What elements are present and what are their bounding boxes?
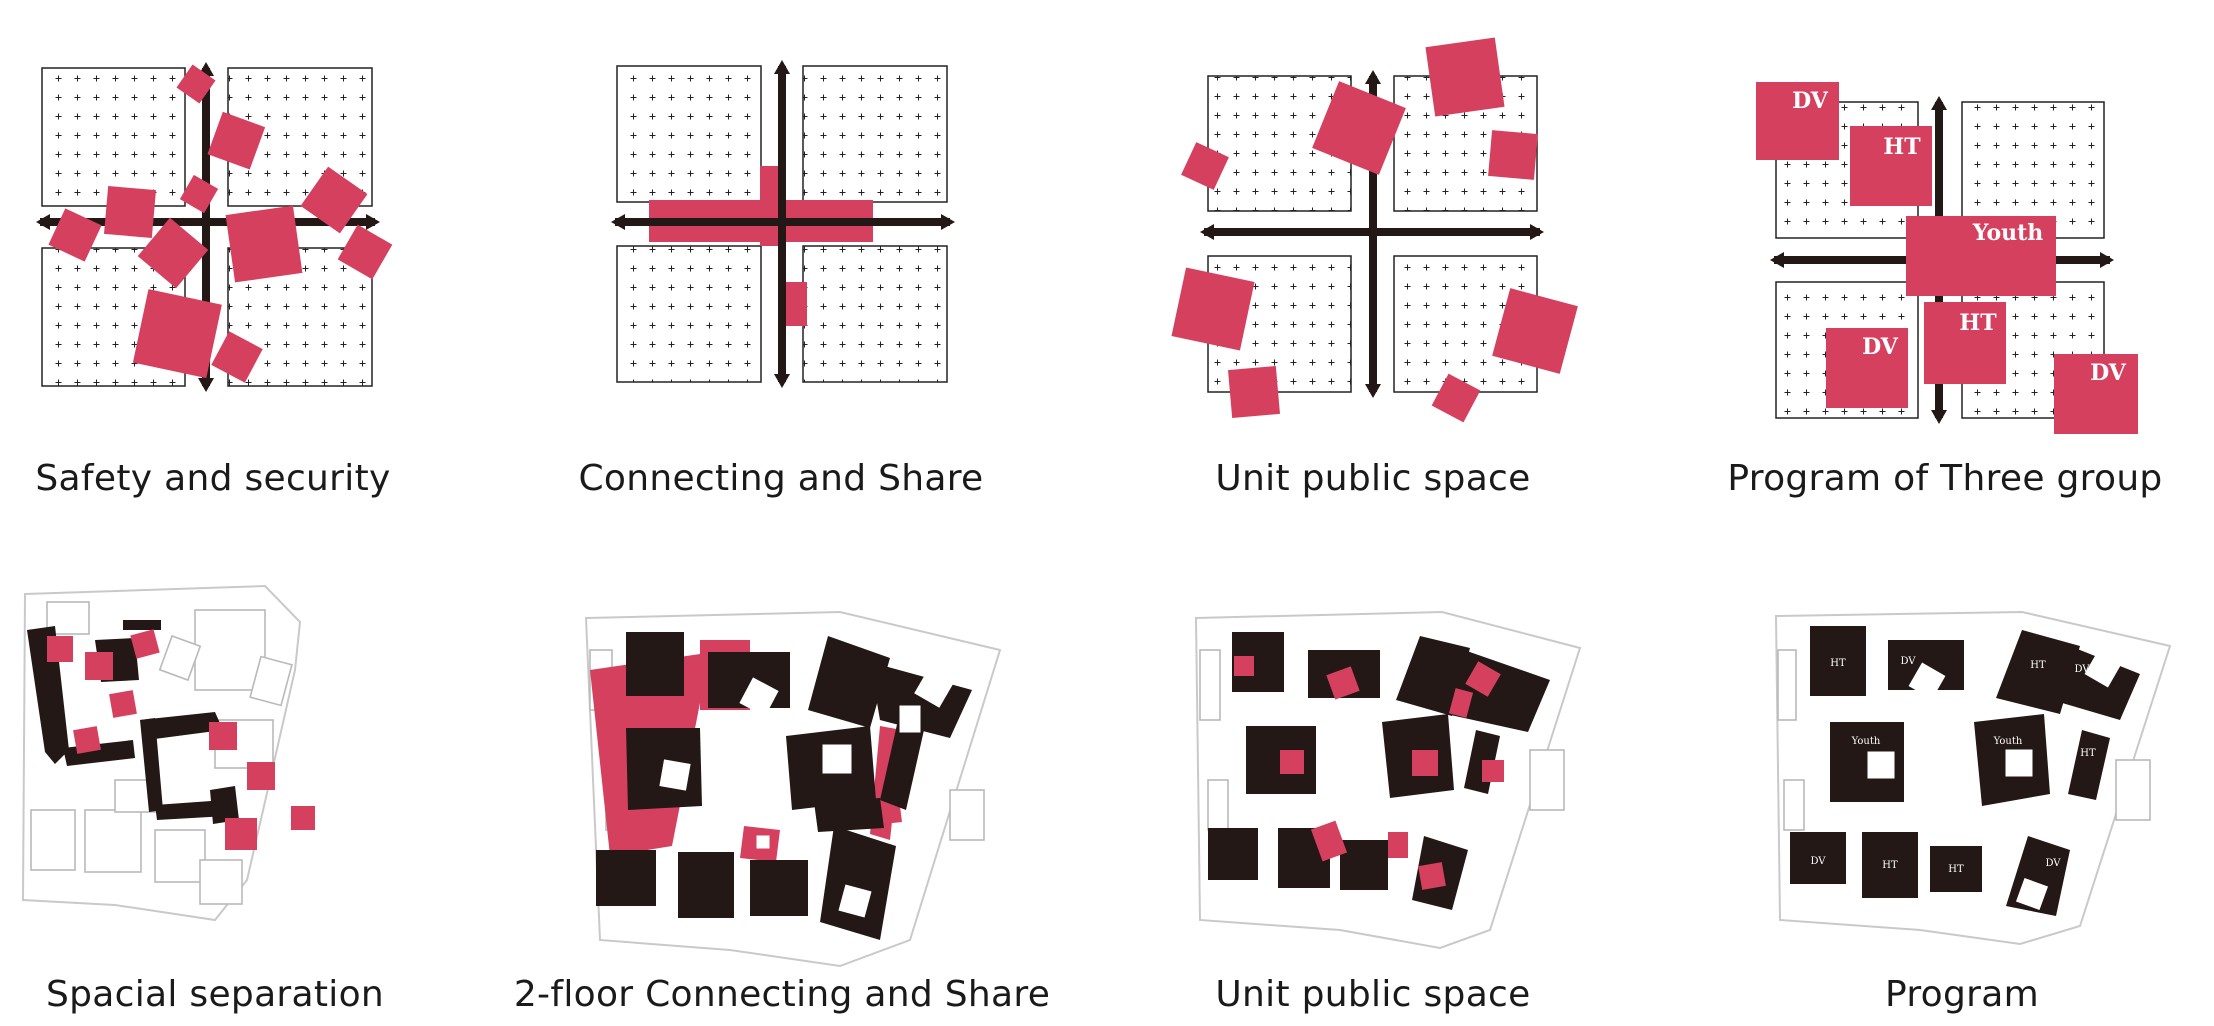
program-plan: HT DV HT DV Youth Youth HT DV HT HT DV (1774, 610, 2172, 946)
program-three-group-diagram: DV HT Youth HT DV DV (1756, 82, 2138, 434)
program-label: Youth (1851, 736, 1881, 747)
program-label: DV (2045, 858, 2061, 869)
program-label: Youth (1972, 220, 2044, 246)
site-outline (1194, 610, 1582, 950)
program-group-blocks (1756, 82, 2138, 434)
program-label: DV (1810, 856, 1826, 867)
connecting-share-diagram (611, 60, 955, 388)
program-label: HT (1882, 860, 1898, 871)
unit-public-space-diagram (1171, 37, 1578, 423)
site-outline (21, 584, 302, 922)
caption-unit-public-space-plan: Unit public space (1215, 974, 1531, 1015)
site-outline (584, 610, 1002, 968)
program-label: HT (1959, 310, 1997, 336)
caption-connecting-share: Connecting and Share (578, 458, 984, 499)
security-blocks (48, 64, 393, 383)
cross-axes-arrows (611, 60, 955, 388)
program-label: DV (1862, 334, 1899, 360)
unit-public-blocks (47, 629, 315, 850)
site-outline (1774, 610, 2172, 946)
caption-unit-public-space: Unit public space (1215, 458, 1531, 499)
program-label: DV (1900, 656, 1916, 667)
dv-block (2054, 354, 2138, 434)
two-floor-connecting-plan (584, 610, 1002, 968)
safety-security-diagram (36, 62, 393, 392)
program-label: DV (2090, 360, 2127, 386)
caption-spacial-separation: Spacial separation (45, 974, 385, 1015)
voids (1867, 650, 2122, 911)
dv-block (1826, 328, 1908, 408)
housing-units (1208, 632, 1550, 910)
program-label: HT (1883, 134, 1921, 160)
housing-units (596, 632, 972, 940)
program-label: HT (1830, 658, 1846, 669)
program-label: DV (1792, 88, 1829, 114)
program-label: HT (1948, 864, 1964, 875)
context-buildings (30, 601, 293, 905)
dv-block (1756, 82, 1839, 160)
public-space-blocks (1171, 37, 1578, 423)
context-buildings (1777, 649, 2151, 831)
caption-safety-security: Safety and security (35, 458, 391, 499)
youth-block (1906, 216, 2056, 296)
ht-block (1850, 126, 1932, 206)
caption-program-three-group: Program of Three group (1727, 458, 2163, 499)
dotted-quadrants (616, 65, 948, 383)
program-group-labels: DV HT Youth HT DV DV (1792, 88, 2127, 386)
program-label: HT (2080, 748, 2096, 759)
program-units (1790, 626, 2140, 916)
program-label: HT (2030, 660, 2046, 671)
spacial-separation-plan (21, 584, 315, 922)
unit-public-blocks (1234, 656, 1504, 890)
ht-block (1924, 302, 2006, 384)
voids (659, 668, 954, 918)
caption-program: Program (1885, 974, 2039, 1015)
program-label: Youth (1993, 736, 2023, 747)
program-label: DV (2074, 664, 2090, 675)
program-unit-labels: HT DV HT DV Youth Youth HT DV HT HT DV (1810, 656, 2096, 875)
unit-public-space-plan (1194, 610, 1582, 950)
caption-two-floor-connecting: 2-floor Connecting and Share (513, 974, 1051, 1015)
